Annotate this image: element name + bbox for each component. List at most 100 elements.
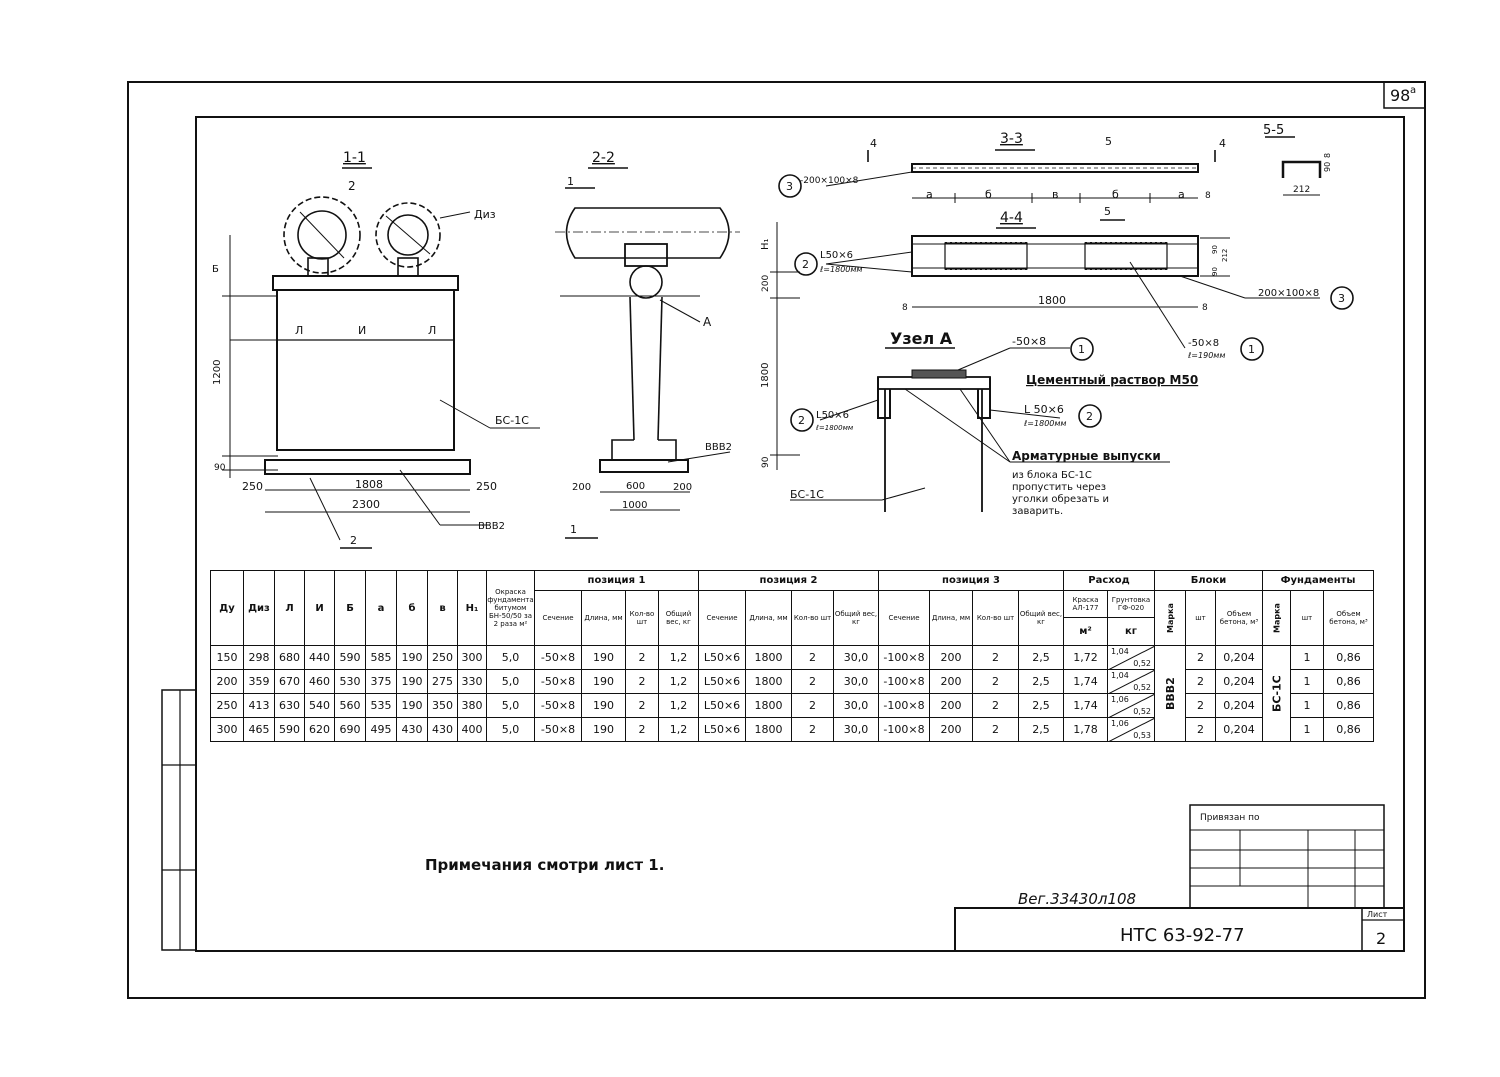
th-v: в <box>427 570 458 646</box>
cell: 1 <box>1290 693 1324 718</box>
cell: 2 <box>791 669 834 694</box>
binding-label: Привязан по <box>1200 813 1260 823</box>
th-qty: Кол-во шт <box>972 590 1019 646</box>
cell: 2 <box>1185 717 1216 742</box>
cell: -100×8 <box>878 669 930 694</box>
cell: 1,74 <box>1063 693 1108 718</box>
cell: 0,204 <box>1215 693 1263 718</box>
cell: 1,72 <box>1063 645 1108 670</box>
th-kg: кг <box>1107 617 1155 646</box>
node-pos2-left-num: 2 <box>798 414 805 427</box>
dim-1200: 1200 <box>212 360 223 385</box>
cell: 2 <box>972 717 1019 742</box>
node-label-bs: БС-1С <box>790 488 824 501</box>
cut-mark-bottom: 1 <box>570 523 577 536</box>
th-mark: Марка <box>1154 590 1186 646</box>
th-l: Л <box>274 570 305 646</box>
dim-200v: 200 <box>761 275 771 292</box>
th-section: Сечение <box>698 590 746 646</box>
dim-1808: 1808 <box>355 478 383 491</box>
cell: 5,0 <box>486 693 535 718</box>
sheet-label: Лист <box>1367 910 1388 919</box>
binding-strip <box>161 689 197 951</box>
cell: 1800 <box>745 645 792 670</box>
dim-i: И <box>358 324 366 337</box>
section-2-2 <box>555 167 740 539</box>
cell: 2 <box>1185 669 1216 694</box>
cell: 250 <box>210 693 244 718</box>
cell: 0,86 <box>1323 669 1374 694</box>
outer-frame <box>127 81 1426 999</box>
cell: 5,0 <box>486 717 535 742</box>
node-pos2-right-len: ℓ=1800мм <box>1023 419 1066 428</box>
th-length: Длина, мм <box>745 590 792 646</box>
foundation-mark: БС-1С <box>1262 645 1291 742</box>
cell: -50×8 <box>534 645 582 670</box>
cell: 190 <box>581 645 626 670</box>
th-concrete: Объем бетона, м³ <box>1215 590 1263 646</box>
cell: 430 <box>427 717 458 742</box>
title-block <box>954 907 1405 952</box>
pos2-len: ℓ=1800мм <box>819 265 862 274</box>
th-paint: Краска АЛ-177 <box>1063 590 1108 618</box>
cut-mark: 2 <box>348 179 356 193</box>
cell: 0,86 <box>1323 717 1374 742</box>
th-section: Сечение <box>878 590 930 646</box>
cell: 359 <box>243 669 275 694</box>
dim-90: 90 <box>214 463 226 473</box>
cell: 375 <box>365 669 397 694</box>
pos2-num: 2 <box>802 258 809 271</box>
dim-h1: Н₁ <box>760 238 771 250</box>
dim-8: 8 <box>1205 191 1211 201</box>
cell: 5,0 <box>486 645 535 670</box>
th-bb: б <box>396 570 428 646</box>
cell: L50×6 <box>698 645 746 670</box>
sheet-code: НТС 63-92-77 <box>1120 925 1245 946</box>
dim-90b: 90 <box>1211 267 1219 276</box>
cell: L50×6 <box>698 693 746 718</box>
cell: 560 <box>334 693 366 718</box>
dim-600: 600 <box>626 481 645 492</box>
cell: 200 <box>929 669 973 694</box>
th-b: Б <box>334 570 366 646</box>
th-m2: м² <box>1063 617 1108 646</box>
cell: 200 <box>210 669 244 694</box>
cell: 330 <box>457 669 487 694</box>
dim-b2: б <box>1112 188 1119 201</box>
cell: 275 <box>427 669 458 694</box>
label-footing: ВВВ2 <box>478 521 505 532</box>
section-4-4-title: 4-4 <box>1000 210 1023 226</box>
cut-4-left: 4 <box>870 137 877 150</box>
dim-200-right: 200 <box>673 482 692 493</box>
cell: 2 <box>1185 693 1216 718</box>
pos3-num: 3 <box>786 180 793 193</box>
th-pos3: позиция 3 <box>878 570 1064 591</box>
node-pos2-left-label: L50×6 <box>816 410 849 421</box>
block-mark: ВВВ2 <box>1154 645 1186 742</box>
dim-250-right: 250 <box>476 480 497 493</box>
section-1-1-title: 1-1 <box>343 150 366 166</box>
cut-4-right: 4 <box>1219 137 1226 150</box>
cell: 460 <box>304 669 335 694</box>
th-length: Длина, мм <box>929 590 973 646</box>
cell: 0,204 <box>1215 645 1263 670</box>
th-a: а <box>365 570 397 646</box>
rebar-note-3: уголки обрезать и <box>1012 494 1109 505</box>
dim-8: 8 <box>1323 153 1332 158</box>
cell: 250 <box>427 645 458 670</box>
rebar-note-2: пропустить через <box>1012 482 1106 493</box>
cell: 413 <box>243 693 275 718</box>
cut-mark-bottom: 2 <box>350 534 357 547</box>
node-pos2-right-num: 2 <box>1086 410 1093 423</box>
dim-90: 90 <box>761 456 771 468</box>
dim-v: в <box>1052 188 1058 201</box>
cell: 190 <box>581 693 626 718</box>
